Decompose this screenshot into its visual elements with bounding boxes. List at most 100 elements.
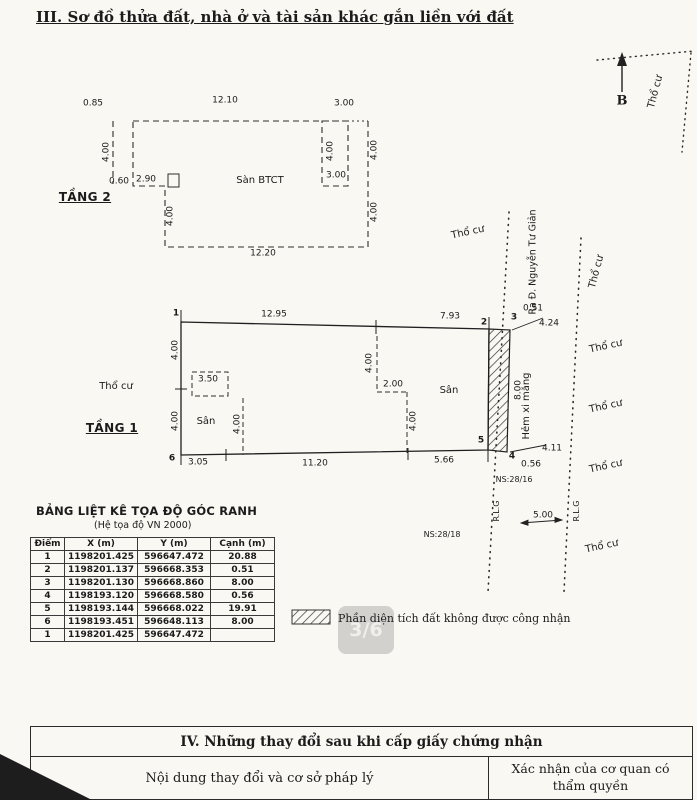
cell-y: 596668.860 [137,576,211,590]
unrecognized-area-hatch [487,328,511,453]
cell-point: 2 [30,563,65,577]
col-header-edge: Cạnh (m) [210,537,275,551]
rlg-marker-label: R.L.G [492,500,501,522]
hatch-legend-swatch [291,609,331,625]
dim-label: 5.66 [433,455,455,466]
land-type-label: Thổ cư [645,74,666,110]
cell-edge: 8.00 [210,615,275,629]
col-header-x: X (m) [64,537,138,551]
cell-edge: 20.88 [210,550,275,564]
cell-point: 6 [30,615,65,629]
tang2-slab-label: Sàn BTCT [236,175,284,186]
dim-label: 0.51 [522,303,544,314]
section-iv-col-right-header: Xác nhận của cơ quan có thẩm quyền [489,757,692,799]
boundary-point-label: 6 [168,453,176,464]
cell-x: 1198193.120 [64,589,138,603]
dim-label: 3.05 [187,457,209,468]
boundary-point-label: 2 [480,317,488,328]
land-type-label: Thổ cư [584,537,620,556]
dim-label: 4.00 [369,139,380,161]
cell-point: 1 [30,550,65,564]
dim-label: 4.00 [369,201,380,223]
cell-x: 1198193.451 [64,615,138,629]
cell-edge [210,628,275,642]
alley-name-label: Hẻm xi măng [521,372,532,440]
dim-label: 3.50 [197,374,219,385]
dim-label: 3.00 [325,170,347,181]
cell-edge: 0.56 [210,589,275,603]
dim-label: 4.00 [101,141,112,163]
boundary-point-label: 5 [477,435,485,446]
tang1-floor-label: TẦNG 1 [85,421,139,435]
section-iv-col-left-header: Nội dung thay đổi và cơ sở pháp lý [31,757,489,799]
dim-label: 4.00 [170,339,181,361]
dim-label: 4.11 [541,443,563,454]
coord-table-title: BẢNG LIỆT KÊ TỌA ĐỘ GÓC RANH [36,504,258,518]
land-type-label: Thổ cư [450,223,486,242]
dim-label: 4.00 [408,410,419,432]
dim-label: 4.00 [364,352,375,374]
boundary-point-label: 4 [508,451,516,462]
cell-x: 1198201.425 [64,550,138,564]
page-indicator-watermark: 3/6 [338,606,394,654]
land-type-label: Thổ cư [588,397,624,416]
section-iv-col-right-text: Xác nhận của cơ quan có thẩm quyền [511,761,670,793]
dim-label: 0.56 [520,459,542,470]
cell-point: 5 [30,602,65,616]
yard-label: Sân [439,385,459,396]
section-iv-title: IV. Những thay đổi sau khi cấp giấy chứn… [31,727,692,757]
cell-x: 1198201.130 [64,576,138,590]
dim-label: 4.00 [325,140,336,162]
north-arrow-icon [617,52,627,92]
dim-label: 3.00 [333,98,355,109]
cell-y: 596648.113 [137,615,211,629]
cell-point: 3 [30,576,65,590]
scan-fold-artifact [0,754,92,800]
land-type-label: Thổ cư [99,381,133,392]
dim-label: 11.20 [302,458,328,469]
section-iii-title: III. Sơ đồ thửa đất, nhà ở và tài sản kh… [36,8,514,26]
cell-point: 1 [30,628,65,642]
hatch-legend-label: Phần diện tích đất không được công nhận [338,612,571,625]
cell-x: 1198201.425 [64,628,138,642]
dimension-leaders [509,317,564,526]
col-header-y: Y (m) [137,537,211,551]
cell-edge: 8.00 [210,576,275,590]
yard-label: Sân [196,416,216,427]
dim-label: 7.93 [439,311,461,322]
cell-y: 596668.022 [137,602,211,616]
cell-x: 1198193.144 [64,602,138,616]
house-number-label: NS:28/18 [423,530,461,539]
dim-label: 4.00 [232,413,243,435]
cell-y: 596668.580 [137,589,211,603]
dim-label: 4.00 [165,205,176,227]
land-type-label: Thổ cư [588,457,624,476]
dim-label: 12.10 [212,95,238,106]
street-name-label: Ra Đ. Nguyễn Tư Giản [527,209,539,315]
dim-label: 4.24 [538,318,560,329]
north-label: B [616,93,628,109]
cell-edge: 0.51 [210,563,275,577]
table-header-row: Điểm X (m) Y (m) Cạnh (m) [30,537,275,551]
col-header-point: Điểm [30,537,65,551]
coord-table-subtitle: (Hệ tọa độ VN 2000) [94,520,192,531]
cell-x: 1198201.137 [64,563,138,577]
dim-label: 12.95 [261,309,287,320]
tang2-floor-label: TẦNG 2 [58,190,112,204]
dotted-edge-lines [596,50,695,153]
boundary-point-label: 3 [510,312,518,323]
land-type-label: Thổ cư [588,337,624,356]
boundary-point-label: 1 [172,308,180,319]
dim-label: 2.00 [382,379,404,390]
section-iv-table: IV. Những thay đổi sau khi cấp giấy chứn… [30,726,693,800]
